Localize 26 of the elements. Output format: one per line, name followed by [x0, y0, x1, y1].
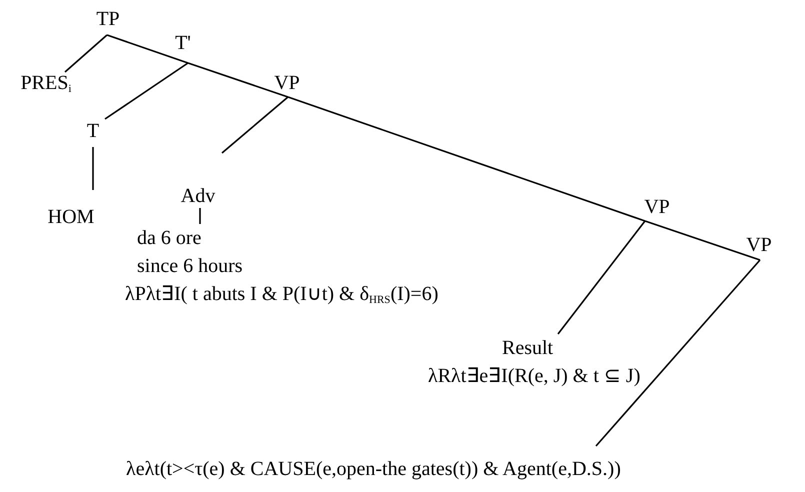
tree-branch [557, 220, 646, 334]
tree-branch [188, 62, 288, 98]
node-label: T' [168, 30, 198, 56]
node-label: Adv [170, 153, 226, 208]
node-label: VP [266, 70, 308, 96]
tree-branch [64, 34, 108, 73]
node-label: HOM [34, 190, 108, 230]
tree-branch [106, 34, 188, 64]
formula-text: λPλt∃I( t abuts I & P(I∪t) & δ$_{HRS}$(I)=6) [125, 282, 438, 308]
node-label: VP [636, 194, 678, 220]
tree-branch [595, 259, 761, 447]
tree-branch [644, 220, 760, 261]
tree-branch [221, 96, 289, 154]
tree-branch [104, 62, 188, 120]
tree-branch [288, 96, 646, 222]
node-label: VP [738, 232, 780, 258]
node-label: PRES$_{i}$ [8, 70, 84, 98]
tree-branch [92, 147, 94, 190]
formula-text: λeλt(t><τ(e) & CAUSE(e,open-the gates(t)) & Agent(e,D.S.)) [126, 446, 796, 484]
node-label: T [81, 118, 105, 146]
tree-branch [199, 208, 201, 224]
node-label: TP [86, 6, 130, 32]
gloss-text: since 6 hours [137, 254, 243, 279]
gloss-text: da 6 ore [137, 226, 202, 251]
node-label: Result [502, 336, 554, 361]
formula-text: λRλt∃e∃I(R(e, J) & t ⊆ J) [428, 364, 640, 389]
